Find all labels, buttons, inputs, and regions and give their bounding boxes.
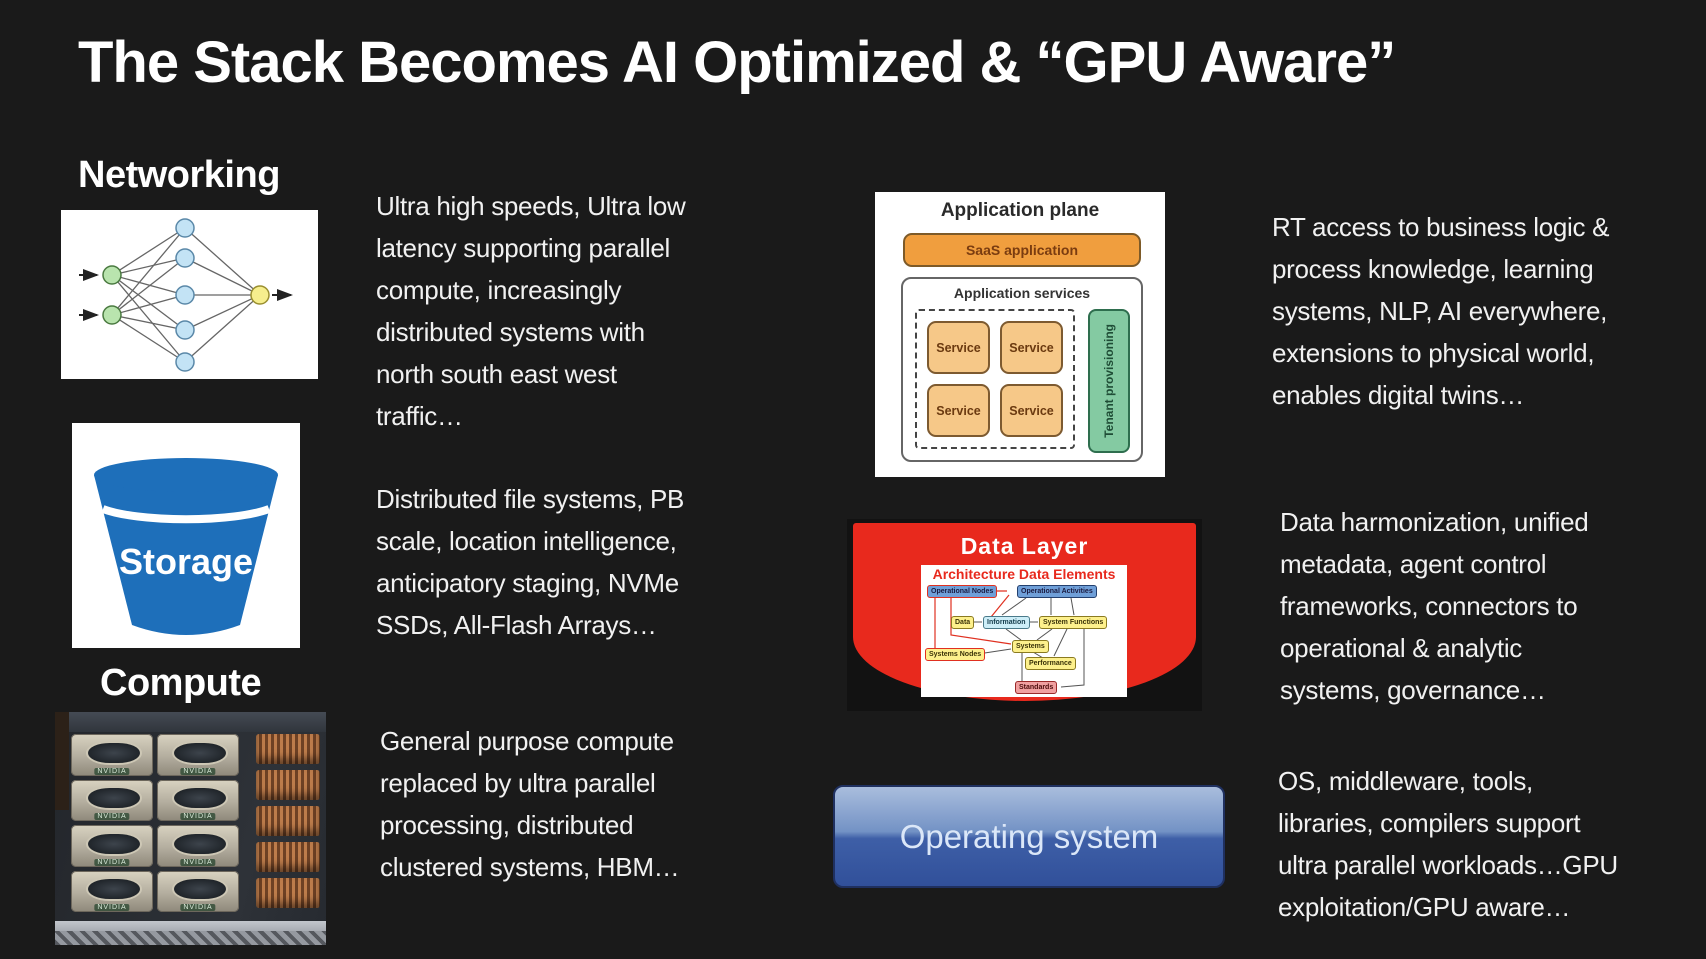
nvidia-logo: NVIDIA bbox=[94, 767, 130, 775]
service-box: Service bbox=[1000, 321, 1063, 374]
flowchart-node: Operational Activities bbox=[1017, 585, 1097, 598]
storage-bucket-icon: Storage bbox=[72, 423, 300, 648]
storage-bucket-label: Storage bbox=[118, 541, 254, 582]
copper-heatsink-column bbox=[256, 734, 320, 910]
nvidia-logo: NVIDIA bbox=[180, 858, 216, 866]
gpu-heatsink-slot bbox=[171, 831, 229, 856]
compute-heading: Compute bbox=[100, 662, 262, 704]
os-description: OS, middleware, tools, libraries, compil… bbox=[1278, 766, 1618, 922]
nvidia-logo: NVIDIA bbox=[94, 858, 130, 866]
gpu-heatsink-slot bbox=[85, 831, 143, 856]
networking-description: Ultra high speeds, Ultra low latency sup… bbox=[376, 191, 686, 431]
flowchart-node: Information bbox=[983, 616, 1030, 629]
flowchart-node: Systems bbox=[1012, 640, 1049, 653]
gpu-module: NVIDIA bbox=[157, 825, 239, 867]
photo-left-edge bbox=[55, 712, 69, 810]
nvidia-logo: NVIDIA bbox=[180, 813, 216, 820]
application-services-title: Application services bbox=[953, 285, 1091, 301]
copper-fins bbox=[256, 770, 320, 800]
nvidia-logo: NVIDIA bbox=[94, 813, 130, 820]
data-description: Data harmonization, unified metadata, ag… bbox=[1280, 507, 1589, 705]
gpu-module: NVIDIA bbox=[157, 779, 239, 821]
flowchart-node: Operational Nodes bbox=[927, 585, 998, 598]
neural-network-diagram bbox=[79, 218, 293, 372]
data-layer-diagram: Data Layer Architecture Data Elements bbox=[847, 519, 1202, 711]
service-box: Service bbox=[927, 384, 990, 437]
copper-fins bbox=[256, 734, 320, 764]
application-plane-title: Application plane bbox=[940, 200, 1100, 221]
gpu-heatsink-slot bbox=[171, 877, 229, 902]
application-description: RT access to business logic & process kn… bbox=[1272, 212, 1610, 410]
architecture-elements-panel: Architecture Data Elements bbox=[921, 565, 1127, 697]
tenant-provisioning-box: Tenant provisioning bbox=[1088, 309, 1130, 453]
gpu-server-photo: NVIDIA NVIDIA NVIDIA NVIDIA NVIDIA NVIDI… bbox=[55, 712, 326, 945]
storage-description: Distributed file systems, PB scale, loca… bbox=[376, 484, 685, 640]
neural-network-icon bbox=[61, 210, 318, 379]
gpu-module: NVIDIA bbox=[157, 870, 239, 912]
compute-description: General purpose compute replaced by ultr… bbox=[380, 726, 680, 882]
gpu-module: NVIDIA bbox=[157, 734, 239, 776]
flowchart-connectors bbox=[934, 590, 1085, 688]
data-layer-cylinder: Data Layer Architecture Data Elements bbox=[853, 523, 1196, 701]
gpu-heatsink-slot bbox=[85, 786, 143, 811]
flowchart-node: Systems Nodes bbox=[925, 648, 986, 661]
gpu-heatsink-slot bbox=[85, 877, 143, 902]
gpu-heatsink-slot bbox=[171, 740, 229, 765]
nvidia-logo: NVIDIA bbox=[180, 767, 216, 775]
flowchart-node: Standards bbox=[1015, 681, 1058, 694]
flowchart-node: Performance bbox=[1025, 657, 1076, 670]
service-box: Service bbox=[1000, 384, 1063, 437]
flowchart-node: Data bbox=[951, 616, 975, 629]
gpu-module: NVIDIA bbox=[71, 779, 153, 821]
networking-heading: Networking bbox=[78, 154, 280, 196]
services-dashed-group: Service Service Service Service bbox=[915, 309, 1075, 449]
application-plane-diagram: Application plane SaaS application Appli… bbox=[875, 192, 1165, 477]
copper-fins bbox=[256, 806, 320, 836]
service-box: Service bbox=[927, 321, 990, 374]
tenant-provisioning-label: Tenant provisioning bbox=[1102, 324, 1116, 438]
operating-system-box: Operating system bbox=[833, 785, 1225, 888]
server-rail bbox=[55, 921, 326, 945]
saas-application-box: SaaS application bbox=[903, 233, 1141, 267]
gpu-module: NVIDIA bbox=[71, 825, 153, 867]
gpu-heatsink-slot bbox=[171, 786, 229, 811]
nvidia-logo: NVIDIA bbox=[180, 904, 216, 911]
application-services-box: Application services Service Service Ser… bbox=[901, 277, 1143, 462]
slide-title: The Stack Becomes AI Optimized & “GPU Aw… bbox=[78, 30, 1396, 95]
gpu-module: NVIDIA bbox=[71, 734, 153, 776]
gpu-module-grid: NVIDIA NVIDIA NVIDIA NVIDIA NVIDIA NVIDI… bbox=[71, 734, 239, 912]
data-layer-subtitle: Architecture Data Elements bbox=[932, 566, 1116, 582]
server-chassis-top bbox=[55, 712, 326, 732]
nvidia-logo: NVIDIA bbox=[94, 904, 130, 911]
gpu-module: NVIDIA bbox=[71, 870, 153, 912]
flowchart-node: System Functions bbox=[1039, 616, 1108, 629]
copper-fins bbox=[256, 842, 320, 872]
copper-fins bbox=[256, 878, 320, 908]
gpu-heatsink-slot bbox=[85, 740, 143, 765]
data-layer-title: Data Layer bbox=[960, 533, 1089, 559]
